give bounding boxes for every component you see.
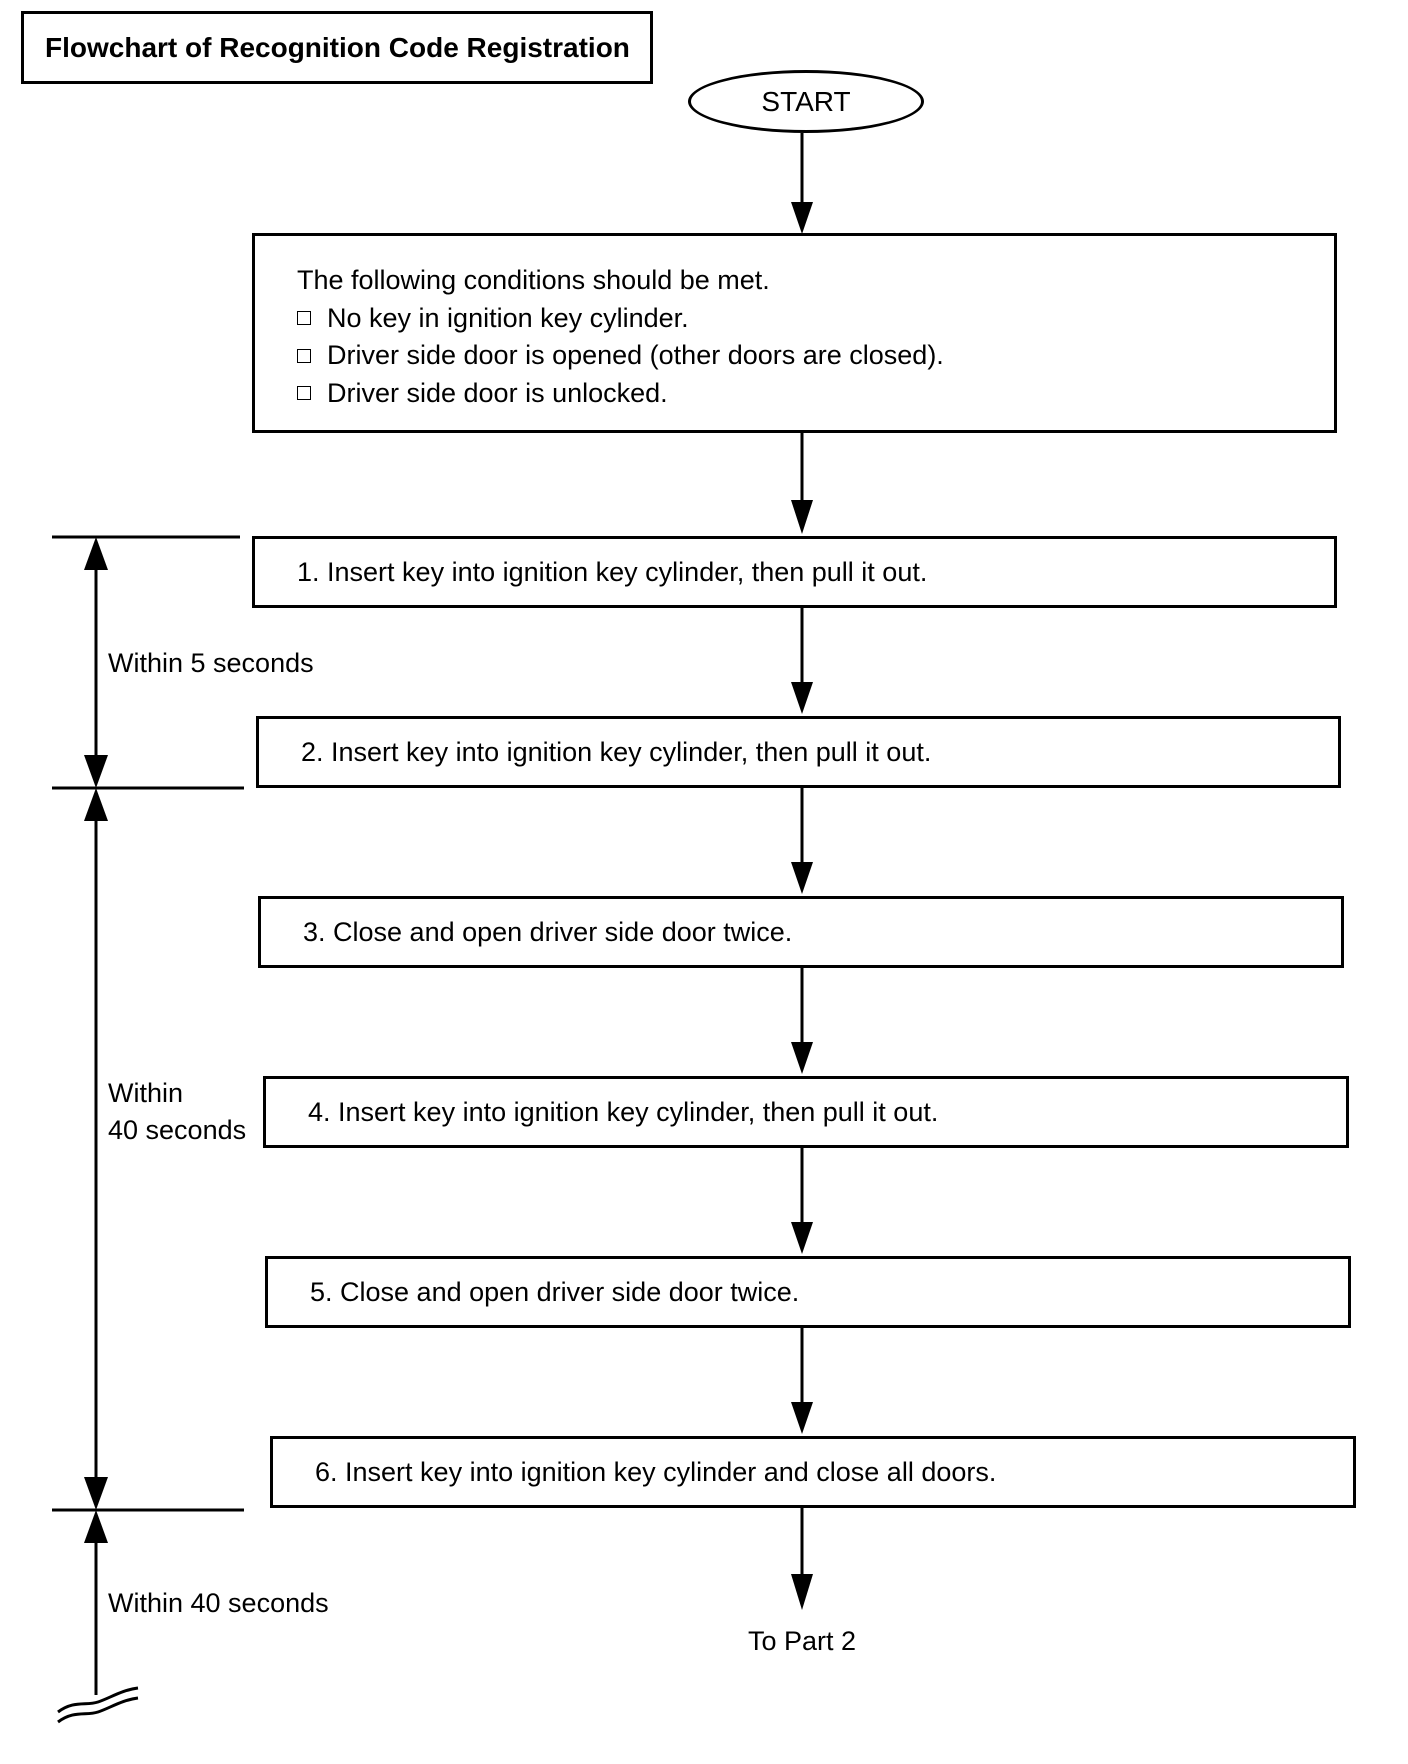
timing-label-40s-final: Within 40 seconds bbox=[108, 1588, 329, 1618]
start-terminal: START bbox=[688, 70, 924, 133]
checkbox-icon bbox=[297, 386, 311, 401]
condition-item: No key in ignition key cylinder. bbox=[297, 300, 1334, 338]
condition-item: Driver side door is opened (other doors … bbox=[297, 337, 1334, 375]
timing-label-5s: Within 5 seconds bbox=[108, 648, 314, 678]
step-1-box: 1. Insert key into ignition key cylinder… bbox=[252, 536, 1337, 608]
step-4-box: 4. Insert key into ignition key cylinder… bbox=[263, 1076, 1349, 1148]
conditions-box: The following conditions should be met. … bbox=[252, 233, 1337, 433]
timing-label-40s-line1: Within bbox=[108, 1078, 184, 1108]
checkbox-icon bbox=[297, 311, 311, 326]
step-3-box: 3. Close and open driver side door twice… bbox=[258, 896, 1344, 968]
title-box: Flowchart of Recognition Code Registrati… bbox=[21, 11, 653, 84]
step-5-box: 5. Close and open driver side door twice… bbox=[265, 1256, 1351, 1328]
checkbox-icon bbox=[297, 348, 311, 363]
condition-text: Driver side door is opened (other doors … bbox=[327, 340, 944, 370]
condition-item: Driver side door is unlocked. bbox=[297, 375, 1334, 413]
timing-label-40s-line2: 40 seconds bbox=[108, 1115, 247, 1145]
step-6-box: 6. Insert key into ignition key cylinder… bbox=[270, 1436, 1356, 1508]
diagram-title: Flowchart of Recognition Code Registrati… bbox=[45, 31, 630, 63]
step-2-box: 2. Insert key into ignition key cylinder… bbox=[256, 716, 1341, 788]
end-label: To Part 2 bbox=[748, 1626, 857, 1656]
condition-text: No key in ignition key cylinder. bbox=[327, 302, 689, 333]
condition-text: Driver side door is unlocked. bbox=[327, 377, 668, 408]
conditions-heading: The following conditions should be met. bbox=[297, 265, 770, 295]
